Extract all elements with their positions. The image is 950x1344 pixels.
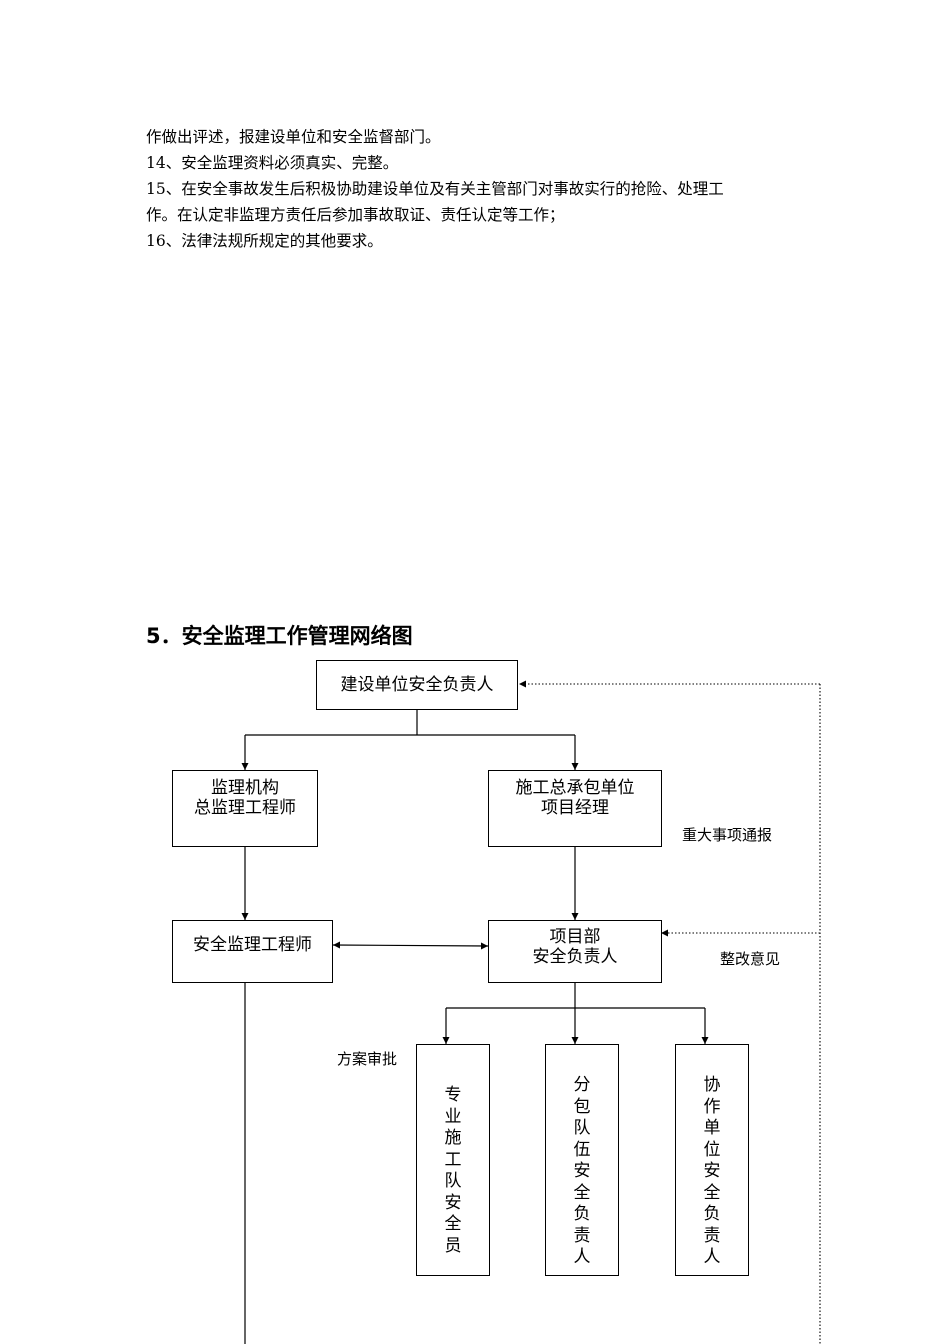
box-supervision: 监理机构 总监理工程师 — [172, 770, 318, 847]
box-team3-text: 协作单位安全负责人 — [703, 1075, 721, 1267]
label-rectification: 整改意见 — [720, 950, 781, 968]
box-team1-text: 专业施工队安全员 — [444, 1085, 462, 1256]
arrow-engineer-to-project — [332, 941, 489, 950]
label-major-report: 重大事项通报 — [682, 826, 773, 844]
box-project-line1: 项目部 — [549, 927, 601, 947]
box-owner-safety: 建设单位安全负责人 — [316, 660, 518, 710]
box-supervision-line2: 总监理工程师 — [194, 798, 296, 818]
paragraph-item-15-line2: 作。在认定非监理方责任后参加事故取证、责任认定等工作； — [146, 206, 565, 224]
box-owner-text: 建设单位安全负责人 — [340, 675, 494, 695]
section-heading: 5．安全监理工作管理网络图 — [146, 624, 413, 648]
box-project-dept: 项目部 安全负责人 — [488, 920, 662, 983]
box-contractor: 施工总承包单位 项目经理 — [488, 770, 662, 847]
box-supervision-line1: 监理机构 — [211, 778, 279, 798]
box-team-subcontract: 分包队伍安全负责人 — [545, 1044, 619, 1276]
box-team-cooperating: 协作单位安全负责人 — [675, 1044, 749, 1276]
box-safety-engineer-text: 安全监理工程师 — [193, 935, 312, 955]
box-contractor-line1: 施工总承包单位 — [515, 778, 635, 798]
box-team2-text: 分包队伍安全负责人 — [573, 1075, 591, 1267]
paragraph-item-14: 14、安全监理资料必须真实、完整。 — [146, 154, 399, 172]
box-team-specialist: 专业施工队安全员 — [416, 1044, 490, 1276]
box-project-line2: 安全负责人 — [532, 947, 618, 967]
box-safety-engineer: 安全监理工程师 — [172, 920, 333, 983]
paragraph-item-15-line1: 15、在安全事故发生后积极协助建设单位及有关主管部门对事故实行的抢险、处理工 — [146, 180, 724, 198]
label-plan-approval: 方案审批 — [337, 1050, 398, 1068]
box-contractor-line2: 项目经理 — [541, 798, 609, 818]
paragraph-evaluation: 作做出评述，报建设单位和安全监督部门。 — [146, 128, 441, 146]
paragraph-item-16: 16、法律法规所规定的其他要求。 — [146, 232, 383, 250]
